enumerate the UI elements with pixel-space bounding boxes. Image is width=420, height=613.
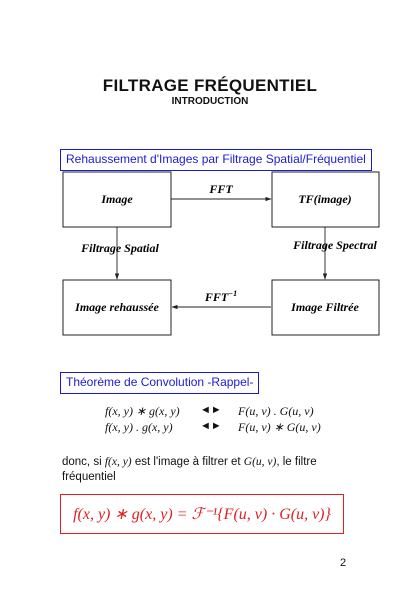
edge-fft-label: FFT — [208, 182, 233, 196]
formula-right: F(u, ν) . G(u, ν) — [238, 404, 314, 418]
para-text: , le filtre fréquentiel — [62, 456, 317, 483]
node-tf-image-label: TF(image) — [298, 192, 351, 206]
para-math: G(u, ν) — [243, 456, 277, 468]
para-text: est l'image à filtrer et — [131, 456, 244, 468]
section-heading-rehaussement: Rehaussement d'Images par Filtrage Spati… — [60, 149, 372, 171]
formula-left: f(x, y) ∗ g(x, y) — [105, 404, 180, 418]
para-text: donc, si — [62, 456, 105, 468]
edge-filtrage-spectral-label: Filtrage Spectral — [292, 238, 377, 252]
node-image-filtree-box — [271, 279, 380, 336]
double-arrow-icon: ◄► — [200, 404, 222, 416]
node-image-rehaussee-box — [62, 279, 172, 336]
edge-filtrage-spatial-label: Filtrage Spatial — [80, 241, 159, 255]
node-image-filtree-label: Image Filtrée — [290, 300, 359, 314]
edge-fft-inverse-exponent: −1 — [228, 289, 237, 298]
page-subtitle: INTRODUCTION — [171, 96, 249, 107]
explanation-paragraph: donc, si f(x, y) est l'image à filtrer e… — [62, 455, 362, 485]
result-formula-box: f(x, y) ∗ g(x, y) = ℱ⁻¹{F(u, ν) · G(u, ν… — [60, 494, 344, 534]
formula-left: f(x, y) . g(x, y) — [105, 420, 173, 434]
result-formula: f(x, y) ∗ g(x, y) = ℱ⁻¹{F(u, ν) · G(u, ν… — [73, 506, 331, 523]
node-tf-image-box — [271, 171, 380, 228]
node-image-label: Image — [100, 192, 133, 206]
edge-fft-inverse-base: FFT — [204, 290, 229, 304]
double-arrow-icon: ◄► — [200, 420, 222, 432]
node-image-rehaussee-label: Image rehaussée — [74, 300, 159, 314]
formula-right: F(u, ν) ∗ G(u, ν) — [238, 420, 321, 434]
page-number: 2 — [340, 557, 347, 569]
section-heading-convolution: Théorème de Convolution -Rappel- — [60, 372, 260, 394]
page-title: FILTRAGE FRÉQUENTIEL — [102, 76, 318, 95]
edge-fft-inverse-label: FFT−1 — [204, 289, 237, 304]
para-math: f(x, y) — [104, 456, 132, 468]
